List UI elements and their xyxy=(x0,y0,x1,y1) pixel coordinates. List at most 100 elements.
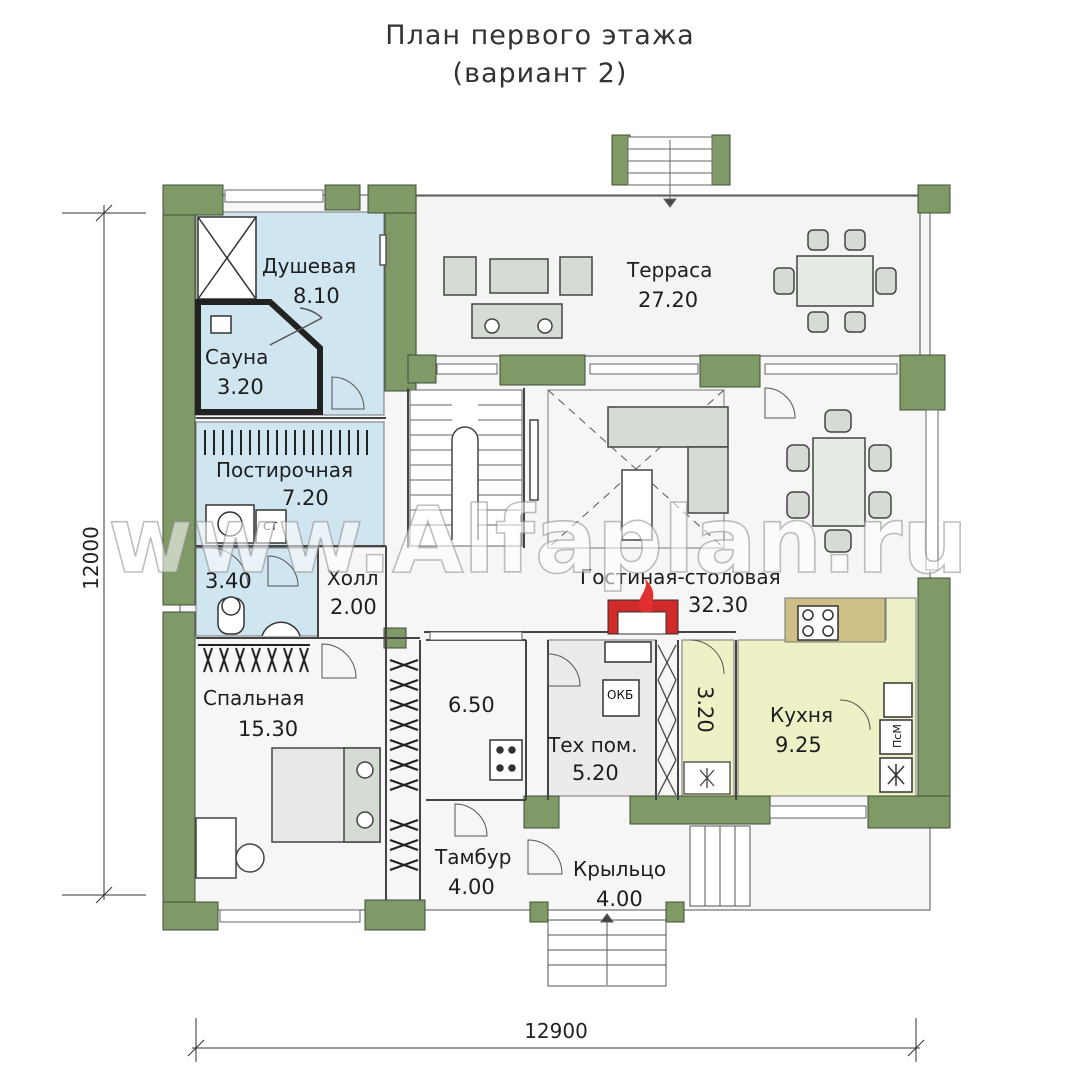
room-name-bedroom: Спальная xyxy=(203,686,304,710)
room-area-hall: 2.00 xyxy=(330,595,377,619)
porch-steps xyxy=(547,825,751,987)
wall xyxy=(499,354,586,386)
ceiling-opening xyxy=(547,389,725,549)
room-area-closet: 6.50 xyxy=(448,693,495,717)
wall xyxy=(367,184,417,214)
wall xyxy=(917,184,951,214)
laundry-fixtures xyxy=(205,504,301,637)
room-name-tech: Тех пом. xyxy=(547,733,637,757)
sauna-stove-icon xyxy=(210,315,232,334)
wall xyxy=(407,354,437,384)
plan-subtitle: (вариант 2) xyxy=(452,58,628,89)
sofa-icon xyxy=(489,258,549,294)
tech-floor xyxy=(547,639,657,797)
room-area-porch: 4.00 xyxy=(596,887,643,911)
room-area-sauna: 3.20 xyxy=(217,375,264,399)
dimension-width: 12900 xyxy=(524,1019,588,1043)
wall xyxy=(699,354,761,388)
room-area-wc: 3.40 xyxy=(205,569,252,593)
dressing-hangers xyxy=(389,658,419,872)
wall xyxy=(364,899,426,931)
dishwasher-label: ПсМ xyxy=(891,724,904,748)
porch-walls xyxy=(529,901,685,923)
pantry-shelves xyxy=(657,644,731,796)
room-area-shower: 8.10 xyxy=(293,284,340,308)
room-name-laundry: Постирочная xyxy=(216,458,353,482)
door-icon xyxy=(209,547,249,587)
room-name-terrace: Терраса xyxy=(626,258,712,282)
wall xyxy=(711,134,731,186)
wall xyxy=(162,611,196,931)
sofa-icon xyxy=(607,406,729,448)
room-area-tech: 5.20 xyxy=(572,761,619,785)
room-name-hall: Холл xyxy=(327,566,379,590)
room-name-sauna: Сауна xyxy=(205,345,268,369)
basin-icon xyxy=(261,621,301,637)
doors xyxy=(209,376,871,875)
sofa-icon xyxy=(687,446,729,514)
wall xyxy=(629,795,771,825)
dining-table-icon xyxy=(812,437,866,527)
kitchen-fixtures xyxy=(797,605,913,793)
armchair-icon xyxy=(443,256,477,296)
staircase xyxy=(409,389,523,547)
boiler-icon xyxy=(602,641,652,717)
wall xyxy=(867,795,951,829)
terrace-furniture xyxy=(443,229,897,339)
fireplace-icon xyxy=(607,578,679,635)
washer-label: СТ xyxy=(263,520,278,533)
room-area-vestibule: 4.00 xyxy=(448,875,495,899)
dishwasher-icon xyxy=(879,719,913,755)
door-icon xyxy=(689,639,725,675)
living-furniture xyxy=(529,406,892,553)
wall xyxy=(611,134,631,186)
bed-icon xyxy=(271,747,381,843)
wall xyxy=(523,795,560,829)
door-icon xyxy=(547,653,581,687)
door-icon xyxy=(454,803,488,837)
wall xyxy=(162,901,219,931)
watermark-logo: www.Alfaplan.ru xyxy=(108,487,968,594)
room-name-porch: Крыльцо xyxy=(573,857,666,881)
tv-icon xyxy=(529,419,539,501)
dimension-lines xyxy=(62,204,925,1062)
dining-table-icon xyxy=(796,255,874,307)
room-area-laundry: 7.20 xyxy=(282,486,329,510)
room-name-vestibule: Тамбур xyxy=(434,845,511,869)
room-area-kitchen: 9.25 xyxy=(775,733,822,757)
sauna-wall xyxy=(195,299,323,415)
wall xyxy=(917,577,951,829)
room-area-terrace: 27.20 xyxy=(638,288,698,312)
door-icon xyxy=(527,839,563,875)
room-name-shower: Душевая xyxy=(262,254,356,278)
laundry-radiator-icon xyxy=(204,430,368,455)
room-area-pantry: 3.20 xyxy=(693,686,717,733)
room-name-kitchen: Кухня xyxy=(770,703,833,727)
room-labels: Душевая 8.10 Сауна 3.20 Постирочная 7.20… xyxy=(203,254,833,911)
boiler-label: ОКБ xyxy=(607,688,633,702)
terrace-steps xyxy=(627,136,713,208)
sauna-area xyxy=(195,216,387,415)
door-icon xyxy=(764,387,796,419)
door-icon xyxy=(331,376,365,410)
wall xyxy=(899,354,946,411)
bedroom-closet-icon xyxy=(198,644,310,673)
desk-icon xyxy=(195,817,265,879)
washer-icon xyxy=(255,509,287,544)
plan-title: План первого этажа xyxy=(385,20,695,51)
wc-floor xyxy=(195,547,319,637)
room-name-living: Гостиная-столовая xyxy=(580,565,781,589)
door-icon xyxy=(267,555,299,587)
dimension-height: 12000 xyxy=(79,526,103,590)
room-area-living: 32.30 xyxy=(688,593,748,617)
sink-icon xyxy=(883,682,913,718)
wall xyxy=(162,184,224,216)
coffee-table-icon xyxy=(621,469,653,541)
armchair-icon xyxy=(559,256,593,296)
room-area-bedroom: 15.30 xyxy=(238,717,298,741)
cooktop-icon xyxy=(489,739,523,781)
windows xyxy=(219,189,939,923)
door-icon xyxy=(321,643,357,679)
door-icon xyxy=(839,699,871,731)
